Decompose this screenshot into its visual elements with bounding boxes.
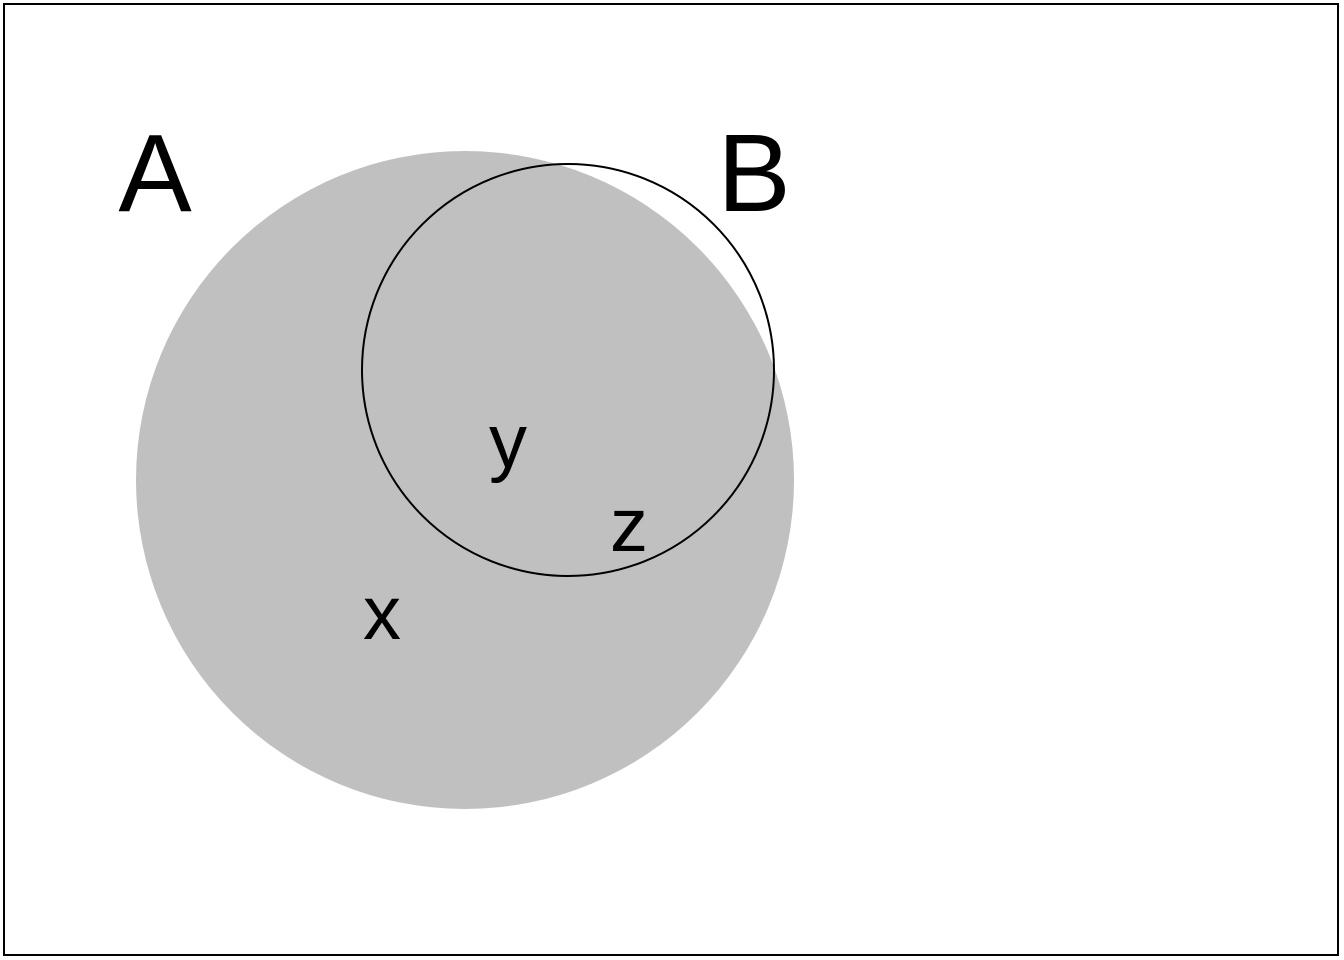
element-y-label: y	[489, 399, 527, 484]
set-b-circle	[361, 163, 775, 577]
element-z-label: z	[610, 483, 648, 568]
set-b-label: B	[717, 112, 790, 235]
set-a-circle	[136, 151, 794, 809]
element-x-label: x	[363, 571, 401, 656]
set-a-label: A	[118, 112, 192, 235]
